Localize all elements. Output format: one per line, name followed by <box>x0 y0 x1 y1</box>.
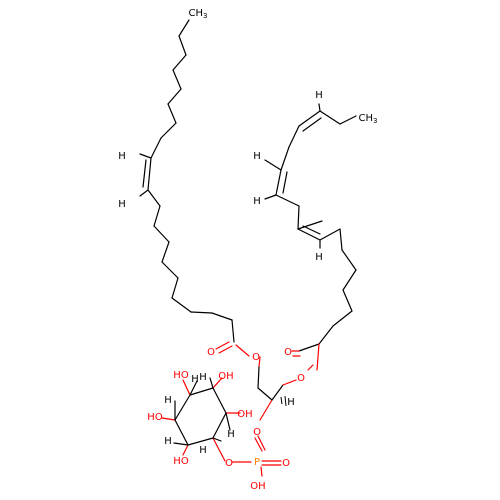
vinyl-h-label: H <box>253 196 261 207</box>
right-acyl-chain <box>264 103 357 371</box>
methyl-label-right: CH3 <box>359 113 378 125</box>
carbonyl-oxygen-label: O <box>284 347 292 358</box>
carbonyl-oxygen-label: O <box>207 347 215 358</box>
ester-oxygen-label: O <box>252 352 260 363</box>
glycerol-backbone <box>231 366 297 477</box>
ring-h-label: H <box>199 445 207 456</box>
glycerol-h-label: H <box>287 397 295 408</box>
inositol-phosphate-oxygen-label: O <box>225 458 233 469</box>
vinyl-h-label: H <box>118 199 126 210</box>
ring-h-label: H <box>164 436 172 447</box>
phosphate-hydroxyl-label: OH <box>250 481 265 492</box>
hydroxyl-label: OH <box>218 371 233 382</box>
methyl-label-top: CH3 <box>189 8 208 20</box>
vinyl-h-label: H <box>315 90 323 101</box>
ester-oxygen-label: O <box>297 373 305 384</box>
phosphoryl-oxygen-label: O <box>282 458 290 469</box>
hydroxyl-label: OH <box>237 409 252 420</box>
ring-h-label: H <box>227 429 235 440</box>
left-acyl-chain <box>139 19 261 368</box>
vinyl-h-label: H <box>315 252 323 263</box>
vinyl-h-label: H <box>118 151 126 162</box>
atom-labels: CH3 CH3 H H H H H H O O O O O P O OH O H… <box>118 8 377 492</box>
ring-h-label: H <box>191 374 199 385</box>
ring-h-label: H <box>164 395 172 406</box>
vinyl-h-label: H <box>253 151 261 162</box>
hydroxyl-label: HO <box>173 456 189 467</box>
hydroxyl-label: HO <box>173 370 189 381</box>
phosphate-oxygen-label: O <box>253 427 261 438</box>
ring-h-label: H <box>199 372 207 383</box>
inositol-ring <box>161 377 241 462</box>
hydroxyl-label: HO <box>147 412 163 423</box>
phosphorus-label: P <box>254 457 260 468</box>
